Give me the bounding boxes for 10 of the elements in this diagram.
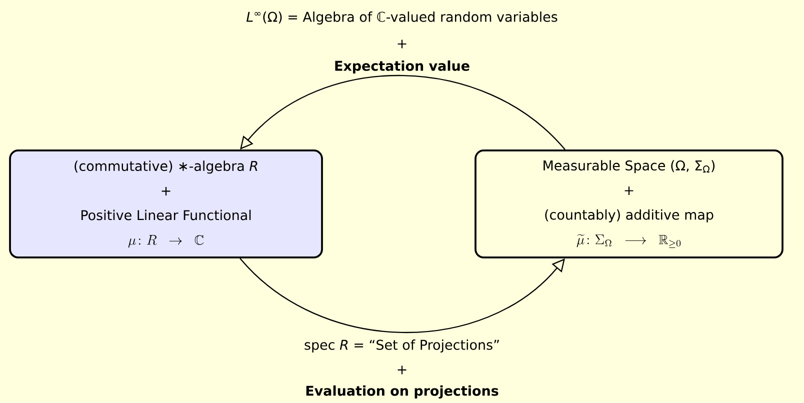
edge-label: spec R = “Set of Projections” (302, 338, 502, 354)
process-box: Measurable Space (Ω, Σ$_{Ω}$) + (countably) additive map $\widetilde{\mu}\colon \Sigma_{\Omega} \;\;\longrightarrow\;\; \mathbb{R}_{\geq 0}$ (474, 150, 784, 258)
label-text: Expectation value (335, 60, 470, 74)
label-text: Evaluation on projections (306, 385, 498, 399)
label-text: + (398, 366, 406, 374)
arrow (240, 258, 565, 333)
process-box: (commutative) ∗-algebra R + Positive Linear Functional $\mu\colon R \;\;\to\;\; \mathbb{C}$ (9, 150, 323, 258)
label-text: + (398, 40, 406, 48)
arrow (240, 75, 566, 150)
edge-label: L$^{∞}$(Ω) = Algebra of ℂ-valued random variables (244, 10, 560, 26)
